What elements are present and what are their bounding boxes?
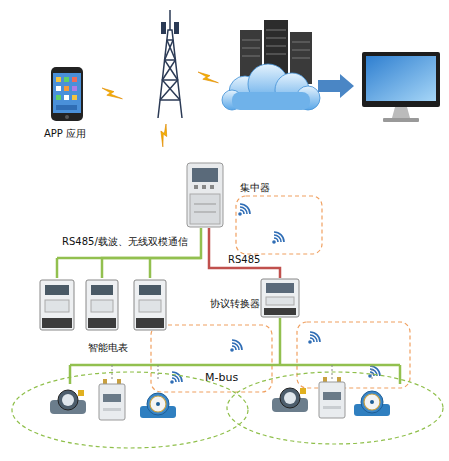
device-icon: [186, 162, 224, 228]
device-label: 协议转换器: [210, 298, 260, 310]
device-icon: [260, 278, 300, 318]
device-icon: [50, 66, 84, 122]
smart-meter-group: 智能电表: [36, 278, 168, 332]
link-label: RS485: [228, 254, 260, 266]
app-phone: APP 应用: [50, 66, 84, 122]
device-label: 集中器: [240, 182, 270, 194]
link-label: RS485/载波、无线双模通信: [62, 236, 188, 248]
signal-link: [209, 228, 280, 278]
bus-label: M-bus: [205, 372, 238, 384]
device-label: 智能电表: [88, 342, 128, 354]
protocol-converter: 协议转换器: [260, 278, 300, 318]
concentrator-device: 集中器: [186, 162, 224, 228]
device-label: APP 应用: [44, 128, 86, 140]
signal-link: [102, 228, 201, 278]
device-icon: [36, 278, 168, 332]
